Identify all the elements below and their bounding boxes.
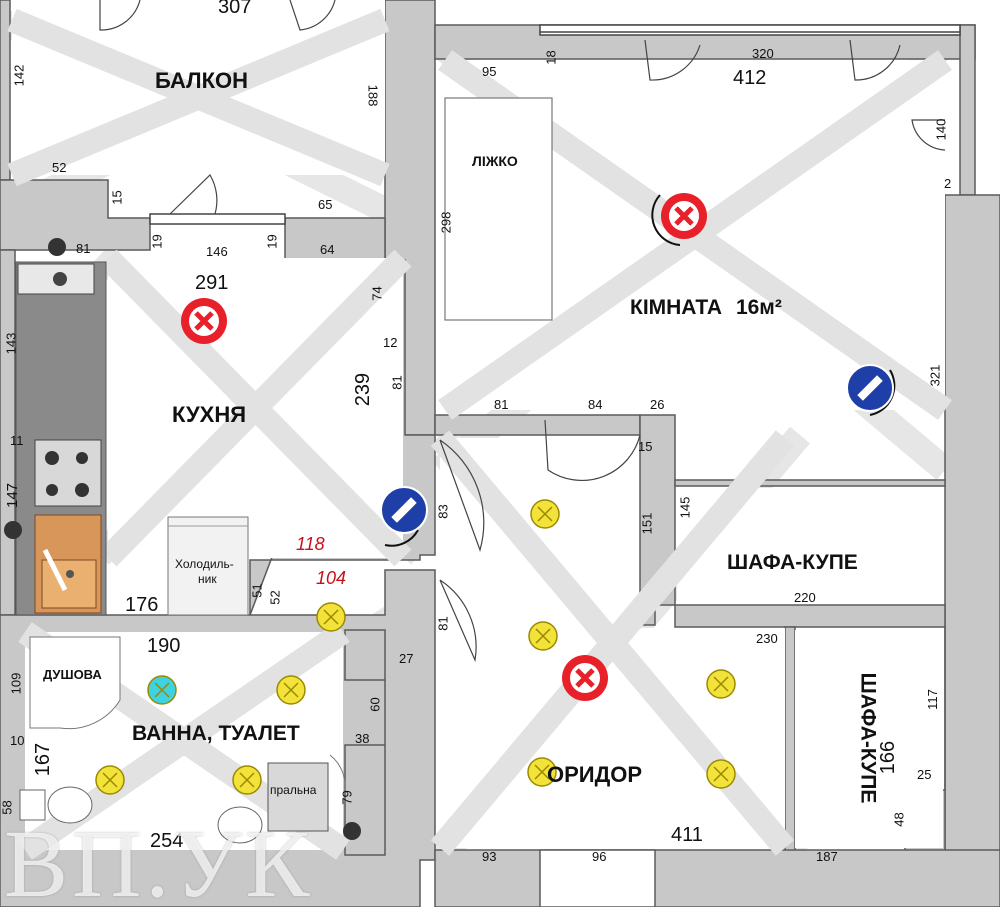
dim-label: 254: [150, 830, 184, 852]
dim-label-red: 118: [296, 534, 325, 554]
door-swings: [99, 0, 946, 663]
fridge-shape: [167, 516, 249, 616]
dim-label: 52: [52, 160, 67, 175]
dim-label: 142: [11, 64, 27, 87]
dim-label: 239: [352, 372, 375, 407]
dim-label: 25: [917, 767, 932, 782]
room-label-bath: ВАННА, ТУАЛЕТ: [132, 722, 300, 745]
fridge-label-1: Холодиль-: [175, 557, 234, 571]
washer-shape: [267, 762, 329, 832]
dim-label: 81: [389, 375, 405, 390]
dim-label: 48: [891, 812, 907, 827]
watermark: ВП.УК: [4, 810, 314, 917]
dim-label: 10: [10, 733, 25, 748]
room-name: КІМНАТА: [630, 296, 723, 319]
bed-shape: [444, 97, 553, 321]
dim-label: 143: [3, 332, 19, 355]
dim-label: 81: [76, 241, 91, 256]
dim-label: 79: [339, 790, 355, 805]
dim-label: 412: [733, 67, 767, 89]
dim-label: 117: [924, 689, 940, 710]
dim-label: 81: [494, 397, 509, 412]
dim-label: 298: [438, 211, 454, 234]
dim-label: 27: [399, 651, 414, 666]
dim-label: 52: [267, 590, 283, 605]
dim-label: 81: [435, 616, 451, 631]
dim-label: 83: [435, 504, 451, 519]
dim-label: 411: [671, 824, 703, 846]
dim-label: 15: [109, 190, 125, 205]
dim-label: 96: [592, 849, 607, 864]
room-area: 16м²: [735, 296, 782, 319]
dim-label: 176: [125, 594, 159, 616]
stove: [34, 439, 102, 507]
dim-label: 74: [369, 286, 385, 301]
shower-label: ДУШОВА: [43, 667, 102, 682]
dim-label: 12: [383, 335, 398, 350]
windows: [149, 24, 961, 225]
dim-label: 291: [195, 272, 229, 294]
dim-label: 65: [318, 197, 333, 212]
dim-label: 140: [933, 118, 949, 141]
red-x-markers: [181, 193, 707, 701]
blue-markers: [380, 364, 894, 534]
dim-label: 2: [944, 176, 952, 191]
dim-label: 95: [482, 64, 497, 79]
fridge-label-2: ник: [198, 572, 217, 586]
dim-label: 18: [543, 50, 559, 65]
dim-label: 64: [320, 242, 335, 257]
dim-label: 187: [816, 849, 838, 864]
dim-label: 167: [32, 742, 55, 777]
room-label-wardrobe-2: ШАФА-КУПЕ: [856, 672, 880, 804]
room-label-corridor: ОРИДОР: [547, 762, 643, 787]
dim-label: 15: [638, 439, 653, 454]
room-label-kitchen: КУХНЯ: [172, 402, 247, 427]
dim-label: 146: [206, 244, 228, 259]
dim-label: 321: [927, 364, 943, 387]
shower-shape: [29, 636, 121, 730]
dim-label: 11: [10, 433, 24, 448]
bed-label: ЛІЖКО: [472, 153, 518, 169]
room-label-room: КІМНАТА 16м²: [630, 296, 782, 320]
dim-label: 166: [877, 740, 900, 775]
dim-label: 19: [264, 234, 280, 249]
dim-label: 84: [588, 397, 603, 412]
dim-label: 188: [365, 84, 381, 107]
dim-label-red: 104: [316, 568, 347, 588]
room-label-wardrobe-1: ШАФА-КУПЕ: [727, 551, 858, 574]
dark-markers: [4, 238, 361, 840]
dim-label: 19: [149, 234, 165, 249]
dim-label: 145: [677, 496, 693, 519]
room-label-balcony: БАЛКОН: [155, 68, 248, 93]
dim-label: 147: [4, 482, 22, 509]
dim-label: 220: [794, 590, 816, 605]
dim-label: 190: [147, 635, 181, 657]
dim-label: 109: [8, 672, 24, 695]
dim-label: 307: [218, 0, 252, 18]
dim-label: 38: [355, 731, 370, 746]
dim-label: 320: [752, 46, 774, 61]
dim-label: 51: [249, 583, 265, 598]
dim-label: 26: [650, 397, 665, 412]
dim-label: 151: [639, 512, 655, 535]
dim-label: 93: [482, 849, 497, 864]
dim-label: 60: [367, 697, 383, 712]
dim-label: 230: [756, 631, 778, 646]
washer-label: пральна: [270, 783, 317, 797]
lamp-markers: [95, 499, 736, 795]
toilet-shape: [19, 786, 263, 844]
